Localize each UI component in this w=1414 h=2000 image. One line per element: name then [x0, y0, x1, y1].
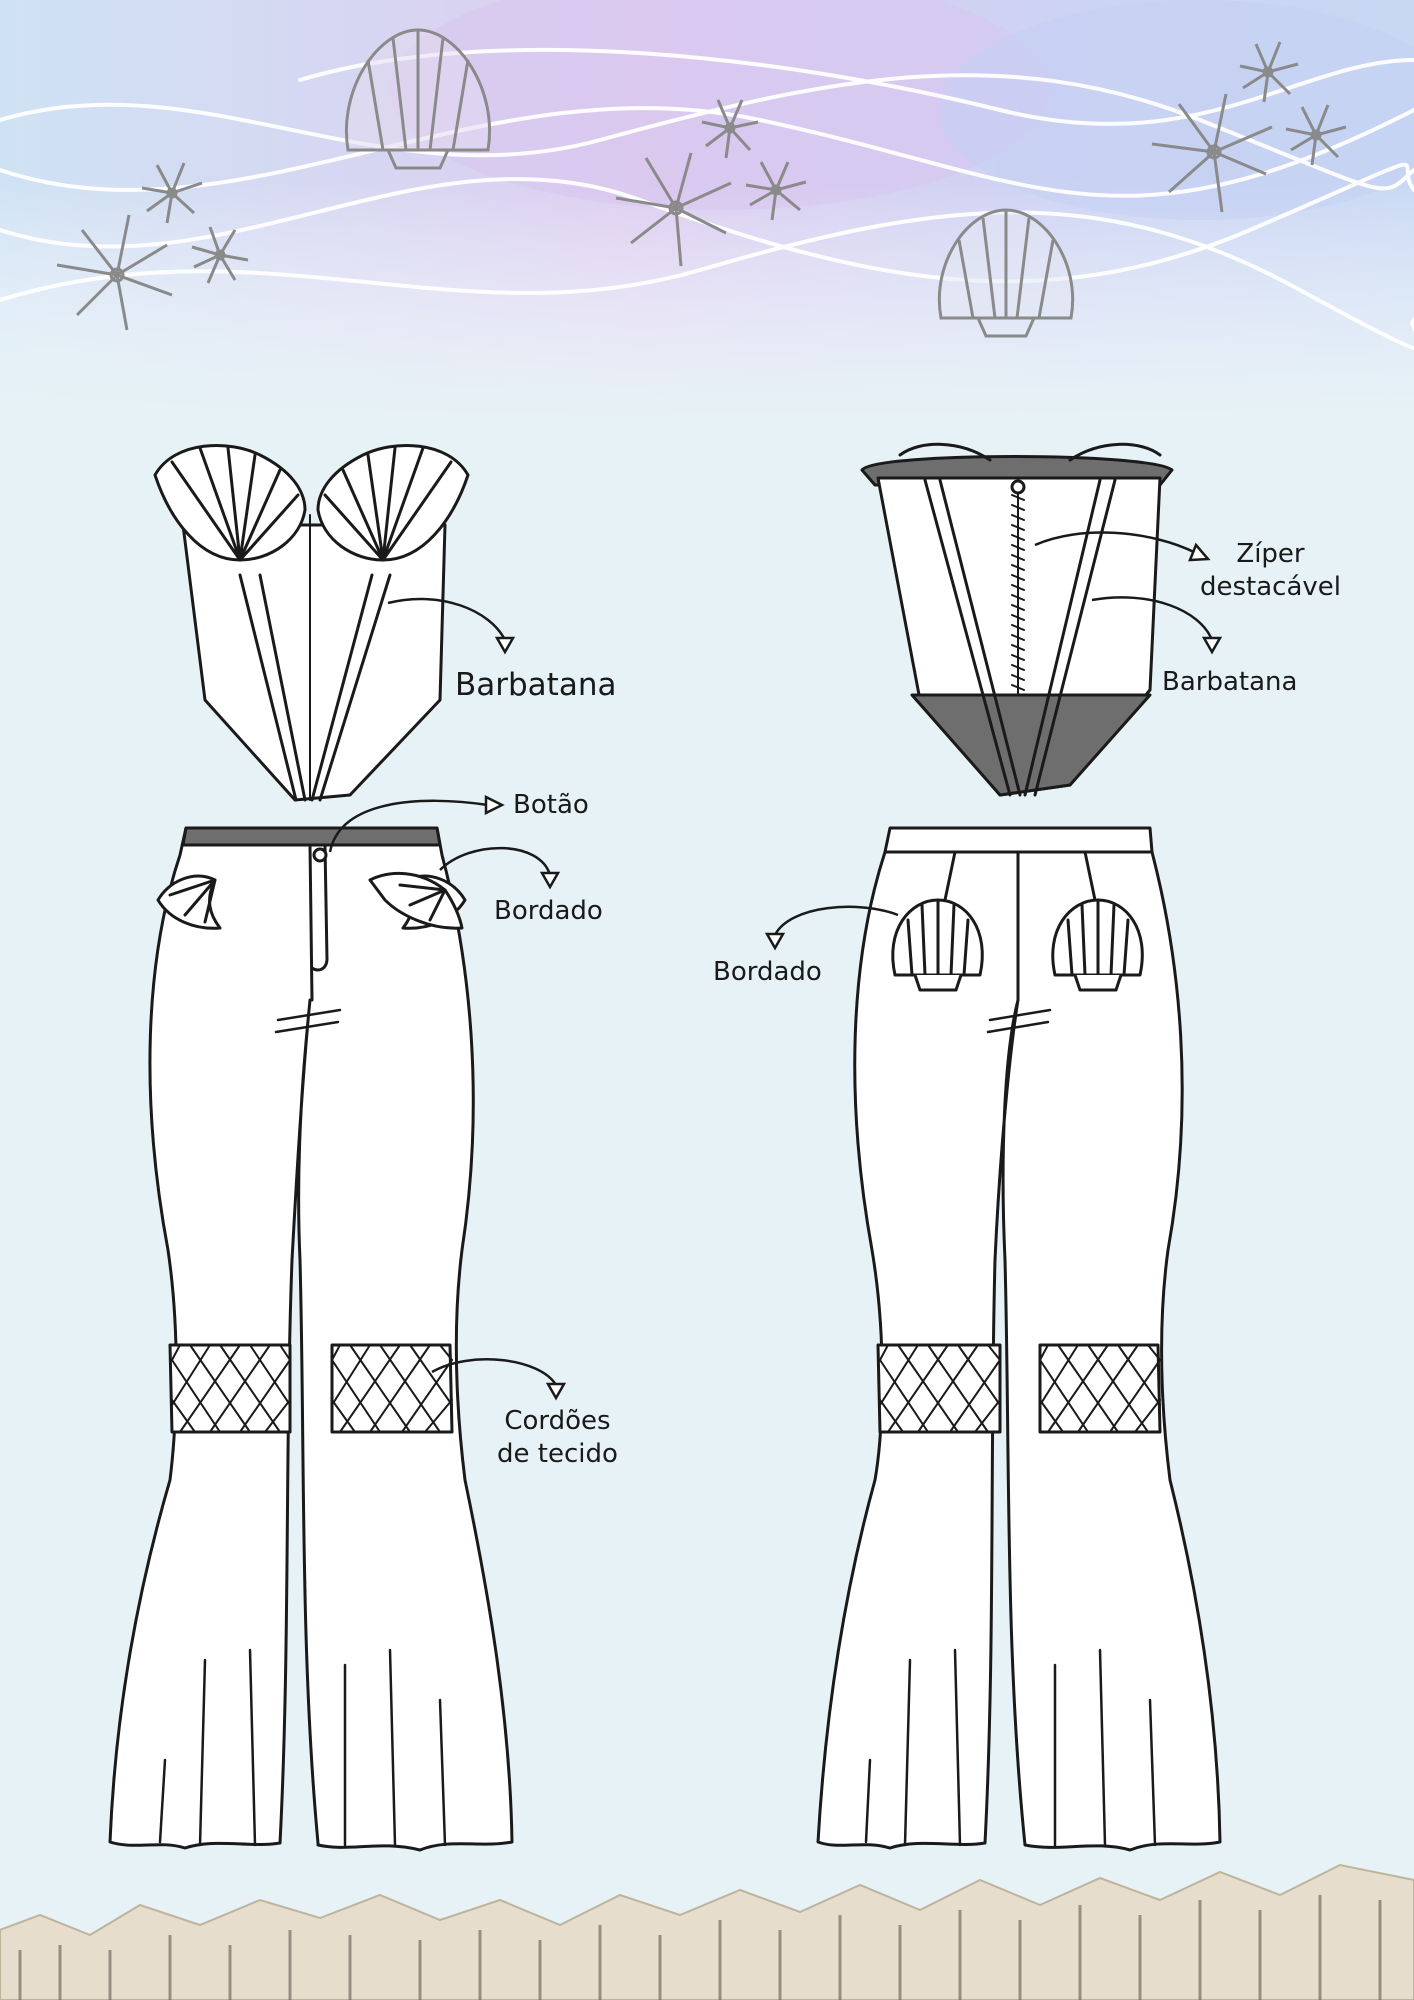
newspaper-strip — [0, 1863, 1414, 2000]
seashell-icon — [345, 28, 1074, 338]
label-front-cords: Cordões de tecido — [497, 1406, 618, 1469]
label-back-zipper: Zíper destacável — [1200, 539, 1342, 602]
label-front-fin: Barbatana — [455, 667, 617, 703]
front-corset — [153, 444, 470, 802]
label-back-fin: Barbatana — [1162, 667, 1298, 697]
label-front-embroidery: Bordado — [494, 896, 603, 926]
back-corset — [860, 442, 1174, 797]
back-pants — [816, 826, 1222, 1852]
front-pants — [108, 826, 514, 1852]
label-back-embroidery: Bordado — [713, 957, 822, 987]
seashell-icon — [891, 898, 1144, 992]
flower-icon — [56, 41, 1347, 331]
callout-arrows — [328, 531, 1223, 1401]
label-front-button: Botão — [513, 790, 589, 820]
